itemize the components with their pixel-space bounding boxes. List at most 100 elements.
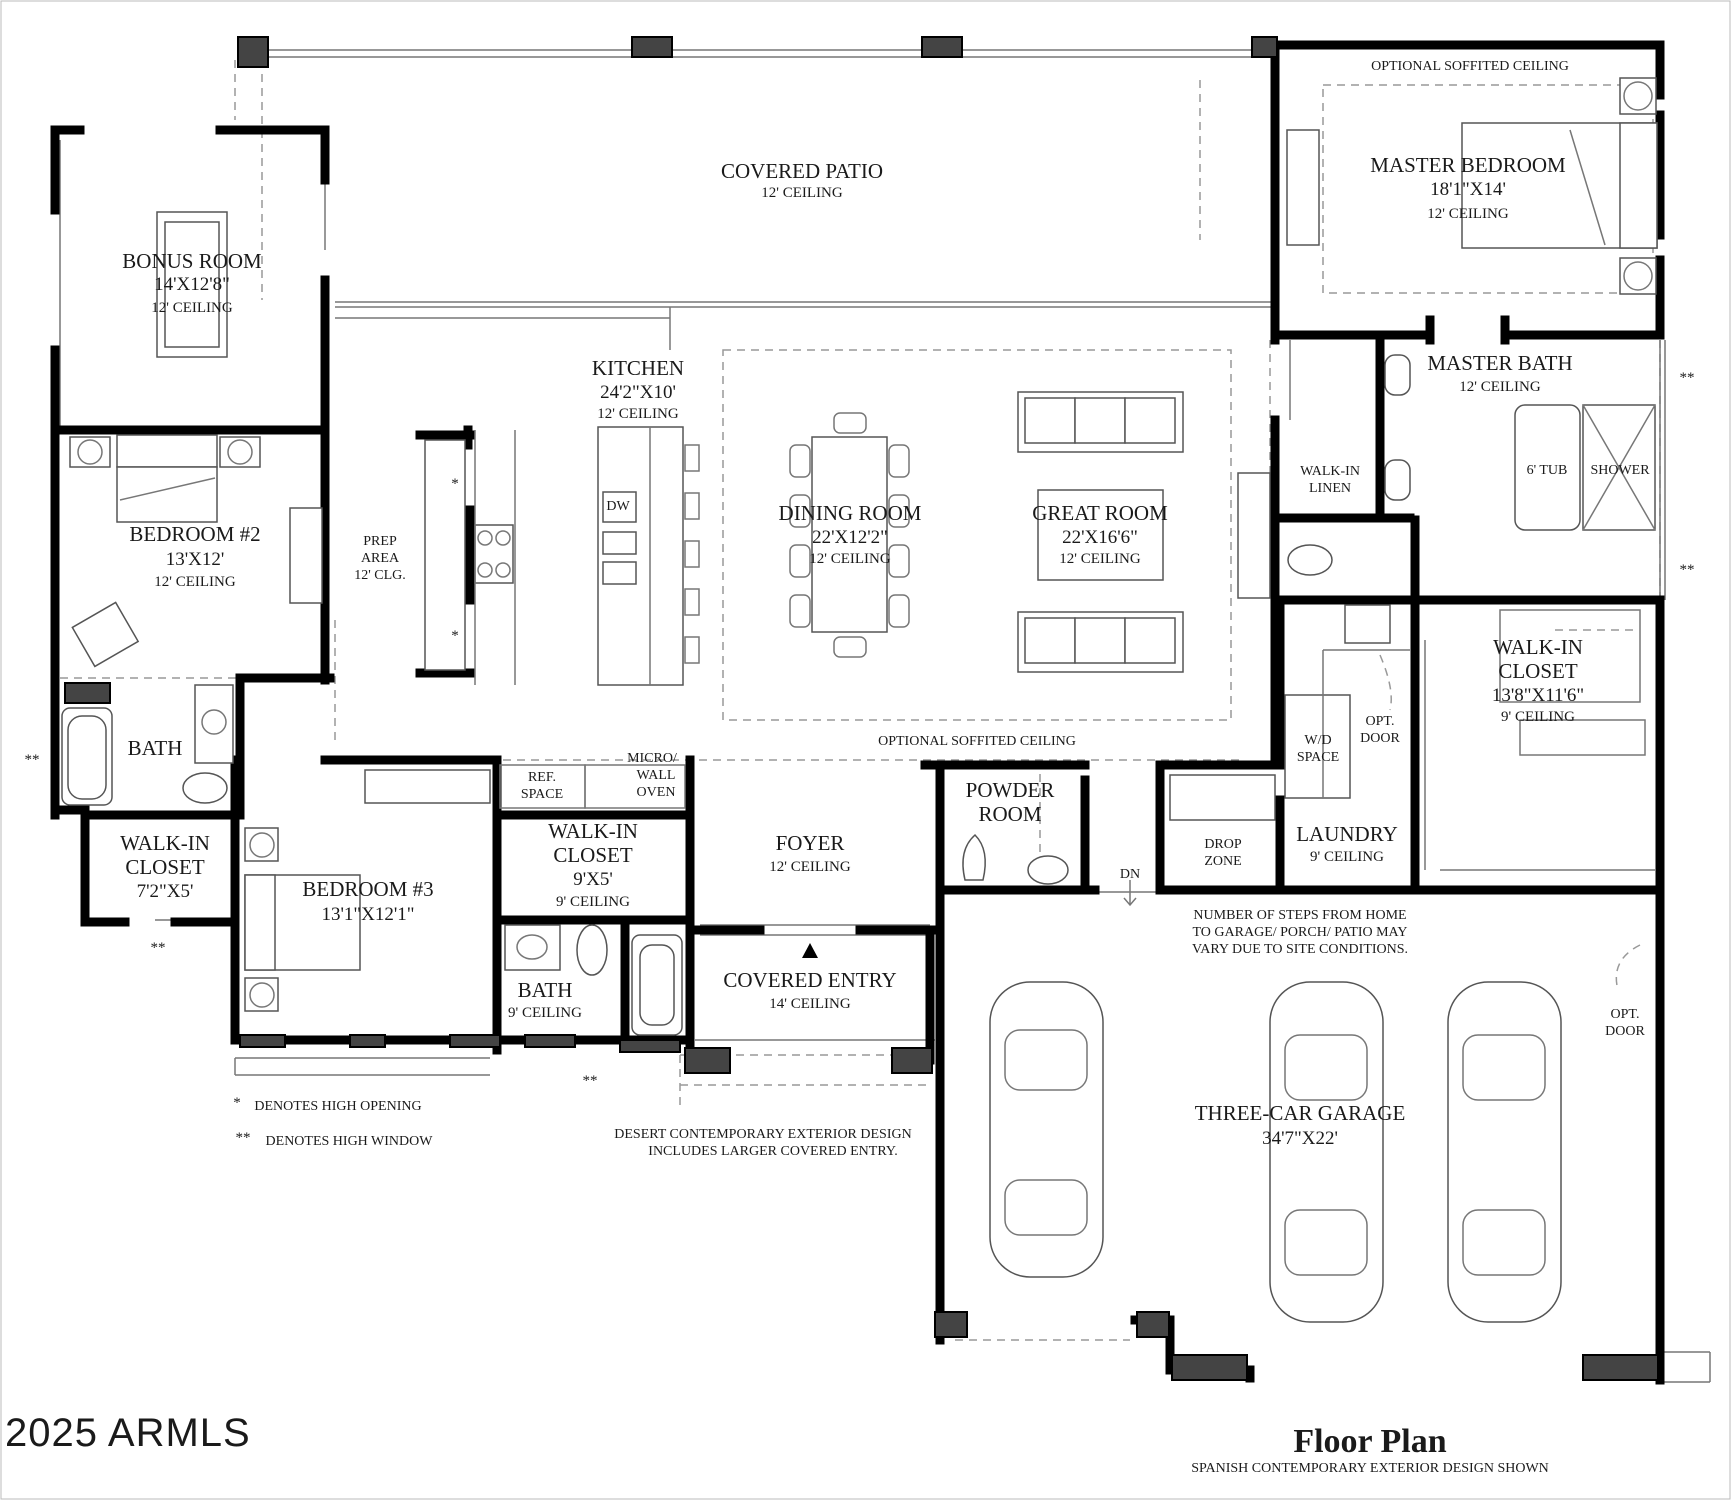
fixtures [61, 77, 1658, 1323]
svg-text:12' CEILING: 12' CEILING [761, 185, 843, 201]
svg-text:BONUS ROOM: BONUS ROOM [122, 249, 262, 273]
bedroom2-label: BEDROOM #2 13'X12' 12' CEILING [129, 522, 260, 590]
svg-text:THREE-CAR GARAGE: THREE-CAR GARAGE [1195, 1101, 1406, 1125]
svg-text:12' CEILING: 12' CEILING [151, 300, 233, 316]
svg-text:PREP: PREP [363, 534, 397, 549]
svg-text:COVERED PATIO: COVERED PATIO [721, 159, 883, 183]
svg-text:12' CEILING: 12' CEILING [809, 551, 891, 567]
cars [989, 981, 1562, 1323]
opt-door-garage-label: DOOR [1605, 1024, 1645, 1039]
svg-text:CLOSET: CLOSET [553, 843, 633, 867]
svg-text:GREAT ROOM: GREAT ROOM [1032, 501, 1168, 525]
soffit-label-mid: OPTIONAL SOFFITED CEILING [878, 734, 1076, 749]
svg-text:ZONE: ZONE [1204, 854, 1241, 869]
svg-text:CLOSET: CLOSET [125, 855, 205, 879]
shower-label: SHOWER [1590, 463, 1650, 478]
tub-label: 6' TUB [1527, 463, 1568, 478]
small-labels: OPTIONAL SOFFITED CEILING OPTIONAL SOFFI… [25, 59, 1695, 1089]
dining-room-label: DINING ROOM 22'X12'2" 12' CEILING [779, 501, 922, 567]
svg-text:AREA: AREA [361, 551, 400, 566]
prep-area-label: PREP AREA 12' CLG. [354, 534, 406, 583]
high-window-mark: ** [1680, 562, 1695, 578]
svg-text:9' CEILING: 9' CEILING [1501, 709, 1575, 725]
svg-text:CLOSET: CLOSET [1498, 659, 1578, 683]
bonus-room-label: BONUS ROOM 14'X12'8" 12' CEILING [122, 249, 262, 316]
notes: NUMBER OF STEPS FROM HOME TO GARAGE/ POR… [233, 908, 1408, 1159]
opt-door-garage-label: OPT. [1611, 1007, 1640, 1022]
svg-text:12' CEILING: 12' CEILING [597, 406, 679, 422]
high-window-mark: ** [25, 752, 40, 768]
laundry-label: LAUNDRY 9' CEILING [1296, 822, 1398, 865]
soffit-label-top: OPTIONAL SOFFITED CEILING [1371, 59, 1569, 74]
great-room-label: GREAT ROOM 22'X16'6" 12' CEILING [1032, 501, 1168, 567]
svg-text:13'1"X12'1": 13'1"X12'1" [321, 904, 414, 925]
thin-lines [59, 49, 1711, 1383]
steps-note: NUMBER OF STEPS FROM HOME [1193, 908, 1406, 923]
watermark: 2025 ARMLS [5, 1411, 251, 1455]
svg-text:12' CEILING: 12' CEILING [1459, 379, 1541, 395]
garage-label: THREE-CAR GARAGE 34'7"X22' [1195, 1101, 1406, 1149]
steps-note: TO GARAGE/ PORCH/ PATIO MAY [1193, 925, 1408, 940]
svg-text:BEDROOM #3: BEDROOM #3 [302, 877, 433, 901]
bath-left-label: BATH [128, 736, 183, 760]
svg-text:12' CEILING: 12' CEILING [1427, 206, 1509, 222]
walls [50, 40, 1665, 1385]
svg-text:WALK-IN: WALK-IN [1300, 464, 1360, 479]
micro-wall-oven-label: WALL [637, 768, 676, 783]
high-window-mark: ** [583, 1073, 598, 1089]
walkin-linen-label: WALK-IN LINEN [1300, 464, 1360, 496]
svg-text:COVERED ENTRY: COVERED ENTRY [723, 968, 896, 992]
high-opening-legend-mark: * [233, 1095, 241, 1111]
svg-text:14' CEILING: 14' CEILING [769, 996, 851, 1012]
high-window-mark: ** [151, 940, 166, 956]
svg-text:9' CEILING: 9' CEILING [508, 1005, 582, 1021]
svg-text:DROP: DROP [1204, 837, 1242, 852]
svg-text:18'1"X14': 18'1"X14' [1430, 179, 1506, 200]
svg-text:12' CLG.: 12' CLG. [354, 568, 406, 583]
svg-text:13'X12': 13'X12' [166, 549, 225, 570]
svg-text:24'2"X10': 24'2"X10' [600, 382, 676, 403]
svg-text:14'X12'8": 14'X12'8" [154, 274, 230, 295]
covered-entry-label: COVERED ENTRY 14' CEILING [723, 968, 896, 1012]
bedroom3-label: BEDROOM #3 13'1"X12'1" [302, 877, 433, 925]
svg-text:WALK-IN: WALK-IN [548, 819, 638, 843]
walkin-closet-mid-label: WALK-IN CLOSET 9'X5' 9' CEILING [548, 819, 638, 910]
bath-mid-label: BATH 9' CEILING [508, 978, 582, 1021]
svg-text:MASTER BATH: MASTER BATH [1427, 351, 1572, 375]
desert-note: DESERT CONTEMPORARY EXTERIOR DESIGN [614, 1127, 911, 1142]
powder-room-label: POWDER ROOM [966, 778, 1055, 826]
steps-note: VARY DUE TO SITE CONDITIONS. [1192, 942, 1408, 957]
svg-text:WALK-IN: WALK-IN [1493, 635, 1583, 659]
svg-text:9'X5': 9'X5' [573, 869, 613, 890]
svg-text:LAUNDRY: LAUNDRY [1296, 822, 1398, 846]
foyer-label: FOYER 12' CEILING [769, 831, 851, 875]
plan-subtitle: SPANISH CONTEMPORARY EXTERIOR DESIGN SHO… [1191, 1461, 1549, 1476]
micro-wall-oven-label: OVEN [637, 785, 676, 800]
ref-space-label: REF. [528, 770, 556, 785]
desert-note: INCLUDES LARGER COVERED ENTRY. [648, 1144, 897, 1159]
opt-door-label: OPT. [1366, 714, 1395, 729]
wd-space-label: SPACE [1297, 750, 1339, 765]
room-labels: COVERED PATIO 12' CEILING MASTER BEDROOM… [120, 153, 1584, 1149]
column-posts [64, 36, 1659, 1381]
walkin-closet-left-label: WALK-IN CLOSET 7'2"X5' [120, 831, 210, 902]
ref-space-label: SPACE [521, 787, 563, 802]
opt-door-label: DOOR [1360, 731, 1400, 746]
master-bedroom-label: MASTER BEDROOM 18'1"X14' 12' CEILING [1370, 153, 1566, 222]
high-opening-legend: DENOTES HIGH OPENING [254, 1099, 421, 1114]
svg-text:FOYER: FOYER [776, 831, 845, 855]
svg-text:9' CEILING: 9' CEILING [1310, 849, 1384, 865]
svg-text:9' CEILING: 9' CEILING [556, 894, 630, 910]
svg-text:POWDER: POWDER [966, 778, 1055, 802]
svg-text:BEDROOM #2: BEDROOM #2 [129, 522, 260, 546]
micro-wall-oven-label: MICRO/ [627, 751, 677, 766]
svg-text:12' CEILING: 12' CEILING [769, 859, 851, 875]
svg-text:KITCHEN: KITCHEN [592, 356, 684, 380]
svg-text:34'7"X22': 34'7"X22' [1262, 1128, 1338, 1149]
svg-text:22'X12'2": 22'X12'2" [812, 527, 888, 548]
svg-text:WALK-IN: WALK-IN [120, 831, 210, 855]
svg-text:22'X16'6": 22'X16'6" [1062, 527, 1138, 548]
svg-text:12' CEILING: 12' CEILING [154, 574, 236, 590]
high-opening-mark: * [451, 628, 459, 644]
